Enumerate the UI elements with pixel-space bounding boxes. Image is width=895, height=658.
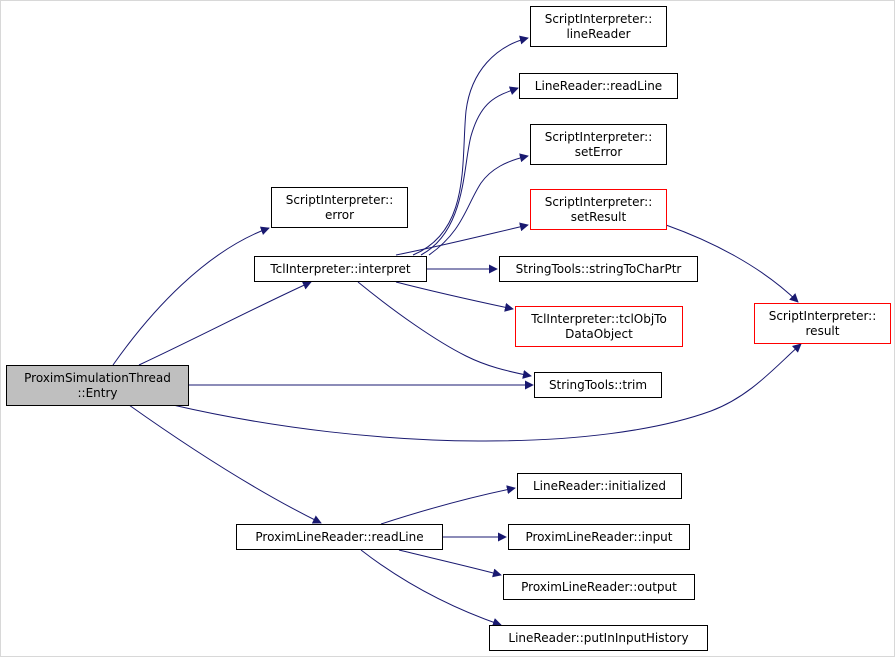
edge-interpret-to-st-trim	[357, 281, 532, 379]
node-si-setresult-line1: ScriptInterpreter::	[544, 194, 653, 209]
node-plr-input[interactable]: ProximLineReader::input	[508, 524, 690, 550]
node-plr-output-label: ProximLineReader::output	[521, 579, 677, 594]
node-st-tocharptr[interactable]: StringTools::stringToCharPtr	[499, 256, 698, 282]
edge-interpret-to-si-seterror	[428, 153, 529, 256]
edge-entry-to-si-result	[172, 343, 802, 442]
node-tcl-interpret-label: TclInterpreter::interpret	[270, 261, 411, 276]
node-si-result-line2: result	[805, 323, 840, 338]
edge-entry-to-plr-readline	[128, 404, 322, 524]
node-lr-initialized[interactable]: LineReader::initialized	[517, 473, 682, 499]
node-si-result[interactable]: ScriptInterpreter:: result	[754, 303, 891, 344]
node-entry: ProximSimulationThread ::Entry	[6, 365, 189, 406]
node-entry-line2: ::Entry	[77, 385, 118, 400]
node-si-linereader[interactable]: ScriptInterpreter:: lineReader	[530, 6, 667, 47]
node-entry-line1: ProximSimulationThread	[24, 370, 171, 385]
node-plr-readline-label: ProximLineReader::readLine	[255, 529, 424, 544]
node-si-error-line2: error	[324, 207, 355, 222]
node-si-seterror[interactable]: ScriptInterpreter:: setError	[530, 124, 667, 165]
edge-plr-readline-to-lr-initialized	[380, 485, 516, 525]
edge-plr-readline-to-lr-putinhist	[360, 549, 502, 627]
node-st-trim-label: StringTools::trim	[548, 377, 648, 392]
edge-interpret-to-lr-readline	[420, 86, 519, 256]
node-si-setresult[interactable]: ScriptInterpreter:: setResult	[530, 189, 667, 230]
node-st-trim[interactable]: StringTools::trim	[534, 372, 662, 398]
edge-entry-to-si-error	[112, 226, 270, 366]
edge-interpret-to-si-setresult	[395, 222, 529, 256]
node-tcl-interpret[interactable]: TclInterpreter::interpret	[254, 256, 427, 282]
node-si-error-line1: ScriptInterpreter::	[285, 192, 394, 207]
node-lr-initialized-label: LineReader::initialized	[533, 478, 666, 493]
node-lr-readline-label: LineReader::readLine	[534, 78, 663, 93]
node-plr-input-label: ProximLineReader::input	[525, 529, 673, 544]
node-si-seterror-line1: ScriptInterpreter::	[544, 129, 653, 144]
node-si-seterror-line2: setError	[574, 144, 623, 159]
node-lr-putinhist-label: LineReader::putInInputHistory	[508, 630, 689, 645]
node-tcl-objto-line2: DataObject	[565, 326, 633, 341]
edge-entry-to-tcl-interpret	[138, 281, 312, 366]
node-si-linereader-line2: lineReader	[566, 26, 631, 41]
node-tcl-objto-line1: TclInterpreter::tclObjTo	[531, 311, 667, 326]
node-si-linereader-line1: ScriptInterpreter::	[544, 11, 653, 26]
node-lr-readline[interactable]: LineReader::readLine	[519, 73, 678, 99]
edge-plr-readline-to-plr-output	[398, 549, 502, 578]
node-st-tocharptr-label: StringTools::stringToCharPtr	[515, 261, 682, 276]
node-tcl-objto[interactable]: TclInterpreter::tclObjTo DataObject	[515, 306, 683, 347]
node-si-setresult-line2: setResult	[570, 209, 627, 224]
node-plr-readline[interactable]: ProximLineReader::readLine	[236, 524, 443, 550]
edge-interpret-to-tcl-objto	[395, 281, 514, 312]
node-lr-putinhist[interactable]: LineReader::putInInputHistory	[489, 625, 708, 651]
node-plr-output[interactable]: ProximLineReader::output	[503, 574, 695, 600]
node-si-error[interactable]: ScriptInterpreter:: error	[271, 187, 408, 228]
node-si-result-line1: ScriptInterpreter::	[768, 308, 877, 323]
edge-setresult-to-si-result	[665, 224, 799, 303]
edge-interpret-to-si-linereader	[412, 35, 529, 256]
